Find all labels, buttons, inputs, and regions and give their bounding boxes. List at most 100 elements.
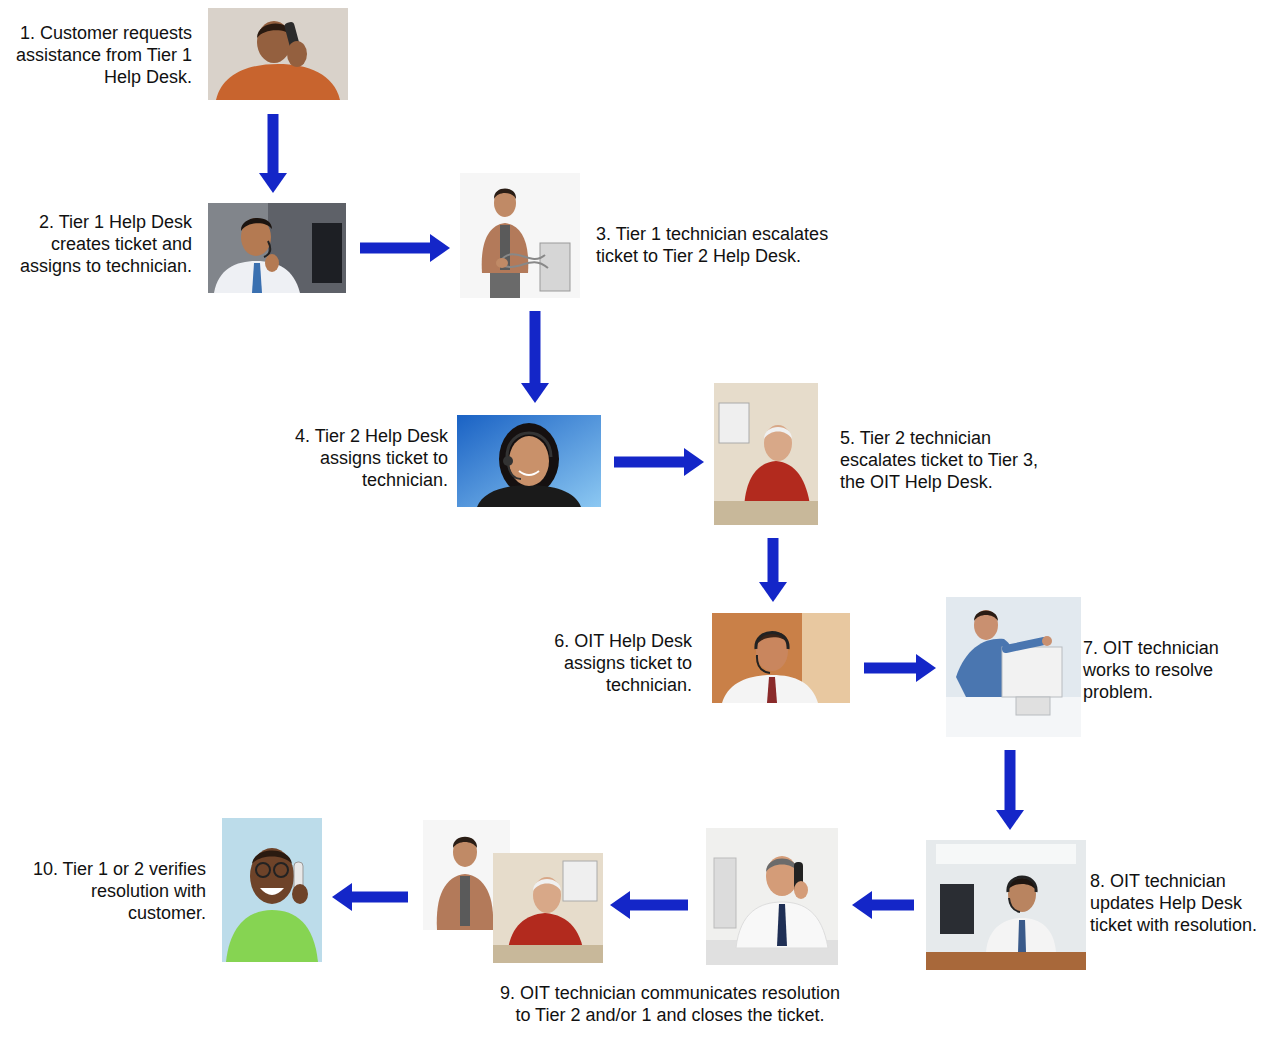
photo-part <box>1002 647 1062 697</box>
photo <box>706 828 838 965</box>
photo-part <box>496 258 508 268</box>
photo-part <box>256 863 270 877</box>
photo-part <box>756 633 788 650</box>
photo-part <box>777 904 787 946</box>
photo-part <box>241 218 271 256</box>
photo <box>208 203 346 293</box>
photo-part <box>764 427 792 439</box>
photo <box>946 597 1081 737</box>
step-caption: 6. OIT Help Desk assigns ticket to techn… <box>540 630 692 696</box>
photo-part <box>946 597 1081 737</box>
process-step: 5. Tier 2 technician escalates ticket to… <box>714 383 1059 526</box>
photo-part <box>453 837 477 867</box>
photo-part <box>499 423 559 495</box>
photo-part <box>706 828 838 965</box>
flow-arrow <box>630 900 688 911</box>
step-caption: 7. OIT technician works to resolve probl… <box>1083 637 1243 703</box>
photo <box>712 613 850 703</box>
photo-part <box>714 858 736 928</box>
photo-part <box>1018 920 1026 952</box>
photo-part <box>1006 641 1044 649</box>
photo-part <box>494 189 516 200</box>
photo-part <box>507 433 551 457</box>
flow-arrow <box>614 457 684 468</box>
photo-part <box>214 261 300 293</box>
process-step: 4. Tier 2 Help Desk assigns ticket to te… <box>280 413 602 509</box>
step-caption: 2. Tier 1 Help Desk creates ticket and a… <box>8 211 192 277</box>
photo-part <box>265 254 279 272</box>
photo-part <box>503 456 513 466</box>
flow-arrow <box>610 891 630 919</box>
photo <box>926 840 1086 970</box>
photo-part <box>533 877 561 913</box>
photo-part <box>241 218 272 231</box>
photo-part <box>714 383 818 525</box>
photo-part <box>260 888 284 895</box>
photo-part <box>437 874 494 930</box>
photo <box>460 173 580 298</box>
photo-part <box>794 881 808 899</box>
process-step: 8. OIT technician updates Help Desk tick… <box>926 840 1264 971</box>
photo-part <box>563 861 597 901</box>
photo-part <box>533 879 561 891</box>
photo-part <box>974 610 998 640</box>
step-caption: 10. Tier 1 or 2 verifies resolution with… <box>10 858 206 924</box>
photo-part <box>712 613 850 703</box>
photo-part <box>926 840 1086 970</box>
photo <box>714 383 818 525</box>
flow-arrow <box>530 311 541 383</box>
photo-part <box>252 851 292 865</box>
photo-part <box>940 884 974 934</box>
process-step: 3. Tier 1 technician escalates ticket to… <box>460 173 852 299</box>
photo-part <box>936 844 1076 864</box>
photo-part <box>252 263 262 293</box>
step-caption: 1. Customer requests assistance from Tie… <box>8 22 192 88</box>
photo-part <box>1008 876 1036 912</box>
photo-part <box>508 465 521 479</box>
step-caption: 3. Tier 1 technician escalates ticket to… <box>596 223 846 267</box>
flow-arrow <box>268 114 279 173</box>
process-step: 2. Tier 1 Help Desk creates ticket and a… <box>8 203 348 295</box>
photo-part <box>767 677 777 703</box>
flow-arrow <box>360 243 430 254</box>
photo-part <box>457 415 601 507</box>
step-caption: 4. Tier 2 Help Desk assigns ticket to te… <box>280 425 448 491</box>
photo-part <box>274 863 288 877</box>
process-step: 9. OIT technician communicates resolutio… <box>420 818 842 1050</box>
process-step: 7. OIT technician works to resolve probl… <box>946 597 1246 738</box>
flow-arrow <box>864 663 916 674</box>
photo-part <box>493 945 603 963</box>
photo-part <box>540 243 570 291</box>
photo-part <box>216 64 340 100</box>
photo-part <box>719 403 749 443</box>
process-step: 10. Tier 1 or 2 verifies resolution with… <box>10 818 322 962</box>
photo <box>457 415 601 507</box>
flow-arrow <box>768 538 779 582</box>
flow-arrow <box>872 900 914 911</box>
photo-part <box>1042 636 1052 646</box>
photo-part <box>1016 697 1050 715</box>
photo-part <box>974 611 998 622</box>
photo-part <box>493 853 603 963</box>
photo-part <box>477 485 581 507</box>
photo-part <box>460 876 470 926</box>
photo-part <box>764 425 792 461</box>
photo-part <box>208 203 346 293</box>
photo-part <box>312 223 342 283</box>
photo <box>222 818 322 962</box>
photo <box>208 8 348 100</box>
photo-part <box>222 818 322 962</box>
photo-part <box>226 910 318 962</box>
flow-arrow <box>352 892 408 903</box>
photo-part <box>494 189 516 217</box>
photo-part <box>460 173 580 298</box>
photo-part <box>1009 898 1020 912</box>
photo-part <box>736 902 828 948</box>
photo-part <box>509 436 549 486</box>
photo-part <box>287 41 307 67</box>
photo-part <box>453 837 477 848</box>
step-caption: 9. OIT technician communicates resolutio… <box>495 982 845 1026</box>
photo-part <box>757 655 770 673</box>
photo-part <box>250 848 294 904</box>
photo-part <box>946 697 1081 737</box>
